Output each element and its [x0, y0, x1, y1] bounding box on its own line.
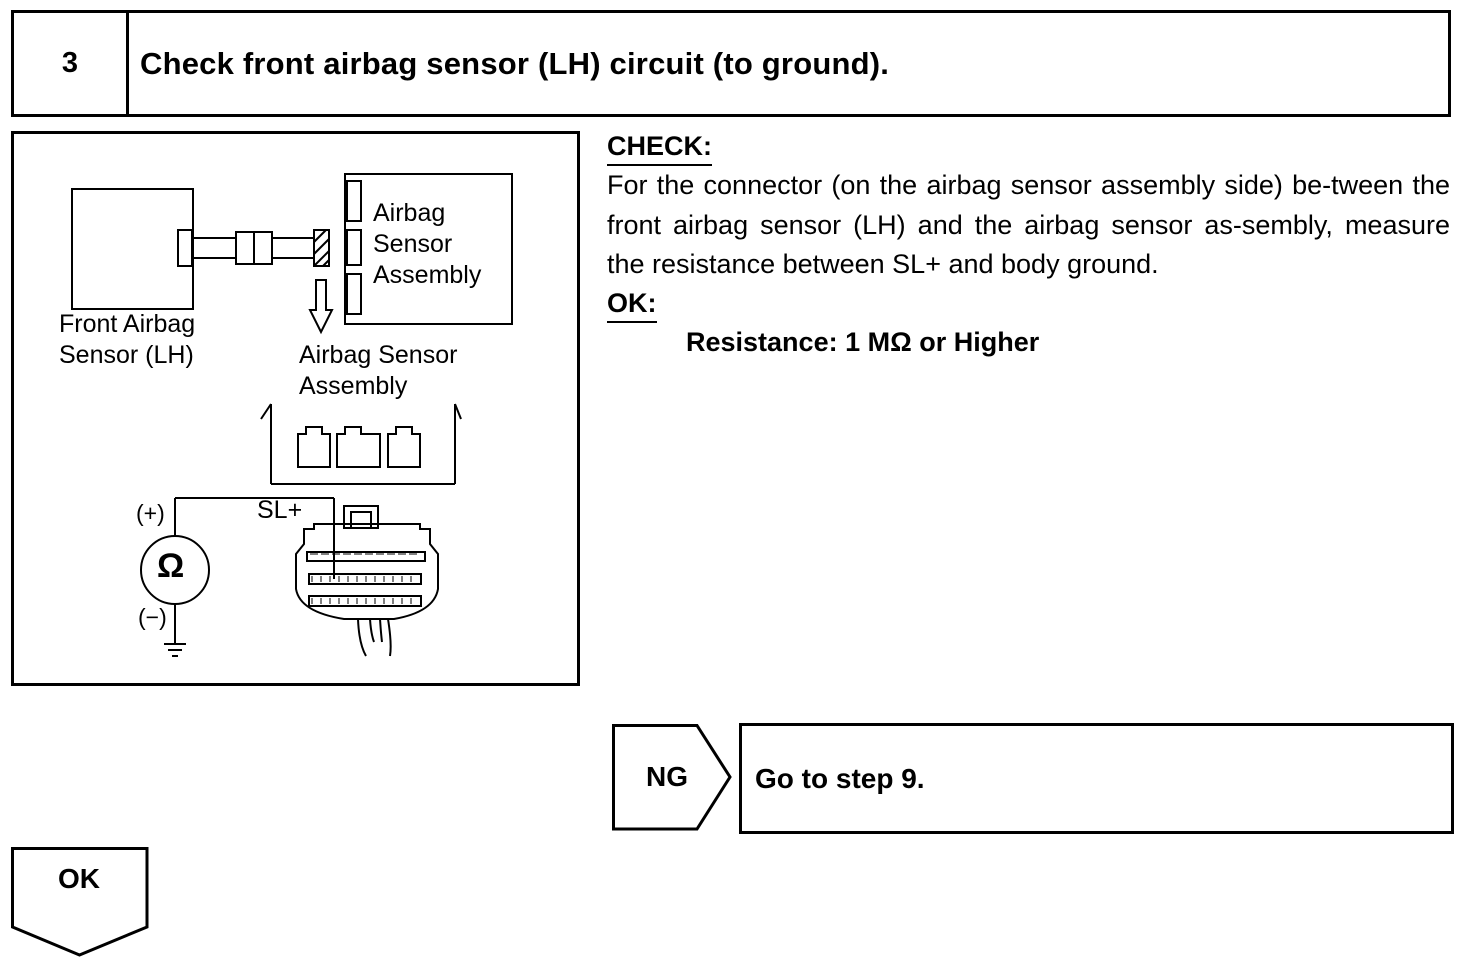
wiring-diagram-graphic: [71, 173, 513, 657]
label-front-airbag-sensor: Front Airbag Sensor (LH): [59, 310, 196, 369]
ok-specification: Resistance: 1 MΩ or Higher: [686, 326, 1040, 357]
label-negative-probe: (−): [138, 604, 167, 630]
ok-heading: OK:: [607, 285, 657, 323]
ok-branch-tag: OK: [11, 847, 151, 959]
ohm-icon: Ω: [157, 547, 185, 585]
label-positive-probe: (+): [136, 500, 165, 526]
ok-branch-label: OK: [58, 863, 100, 894]
check-section: CHECK: For the connector (on the airbag …: [607, 128, 1450, 361]
wiring-illustration: Airbag Sensor Assembly Front Airbag Sens…: [11, 131, 580, 686]
step-title: Check front airbag sensor (LH) circuit (…: [140, 45, 890, 81]
disconnect-arrow-icon: [308, 279, 334, 335]
label-airbag-sensor-assembly-box: Airbag Sensor Assembly: [373, 199, 482, 289]
check-instruction: For the connector (on the airbag sensor …: [607, 170, 1450, 279]
ng-action-box: Go to step 9.: [739, 723, 1454, 834]
front-airbag-sensor-shape: [71, 188, 194, 310]
step-number: 3: [14, 13, 129, 114]
label-sl-plus-terminal: SL+: [257, 496, 303, 524]
ng-tag-shape: [612, 724, 732, 831]
ng-action-text: Go to step 9.: [755, 762, 925, 794]
ng-label: NG: [646, 760, 688, 792]
airbag-sensor-assembly-shape: [344, 173, 513, 325]
step-header: 3 Check front airbag sensor (LH) circuit…: [11, 10, 1451, 117]
check-heading: CHECK:: [607, 128, 712, 166]
label-airbag-sensor-assembly: Airbag Sensor Assembly: [299, 341, 458, 400]
ok-tag-shape: [11, 847, 149, 957]
ng-branch-tag: NG: [612, 724, 732, 831]
